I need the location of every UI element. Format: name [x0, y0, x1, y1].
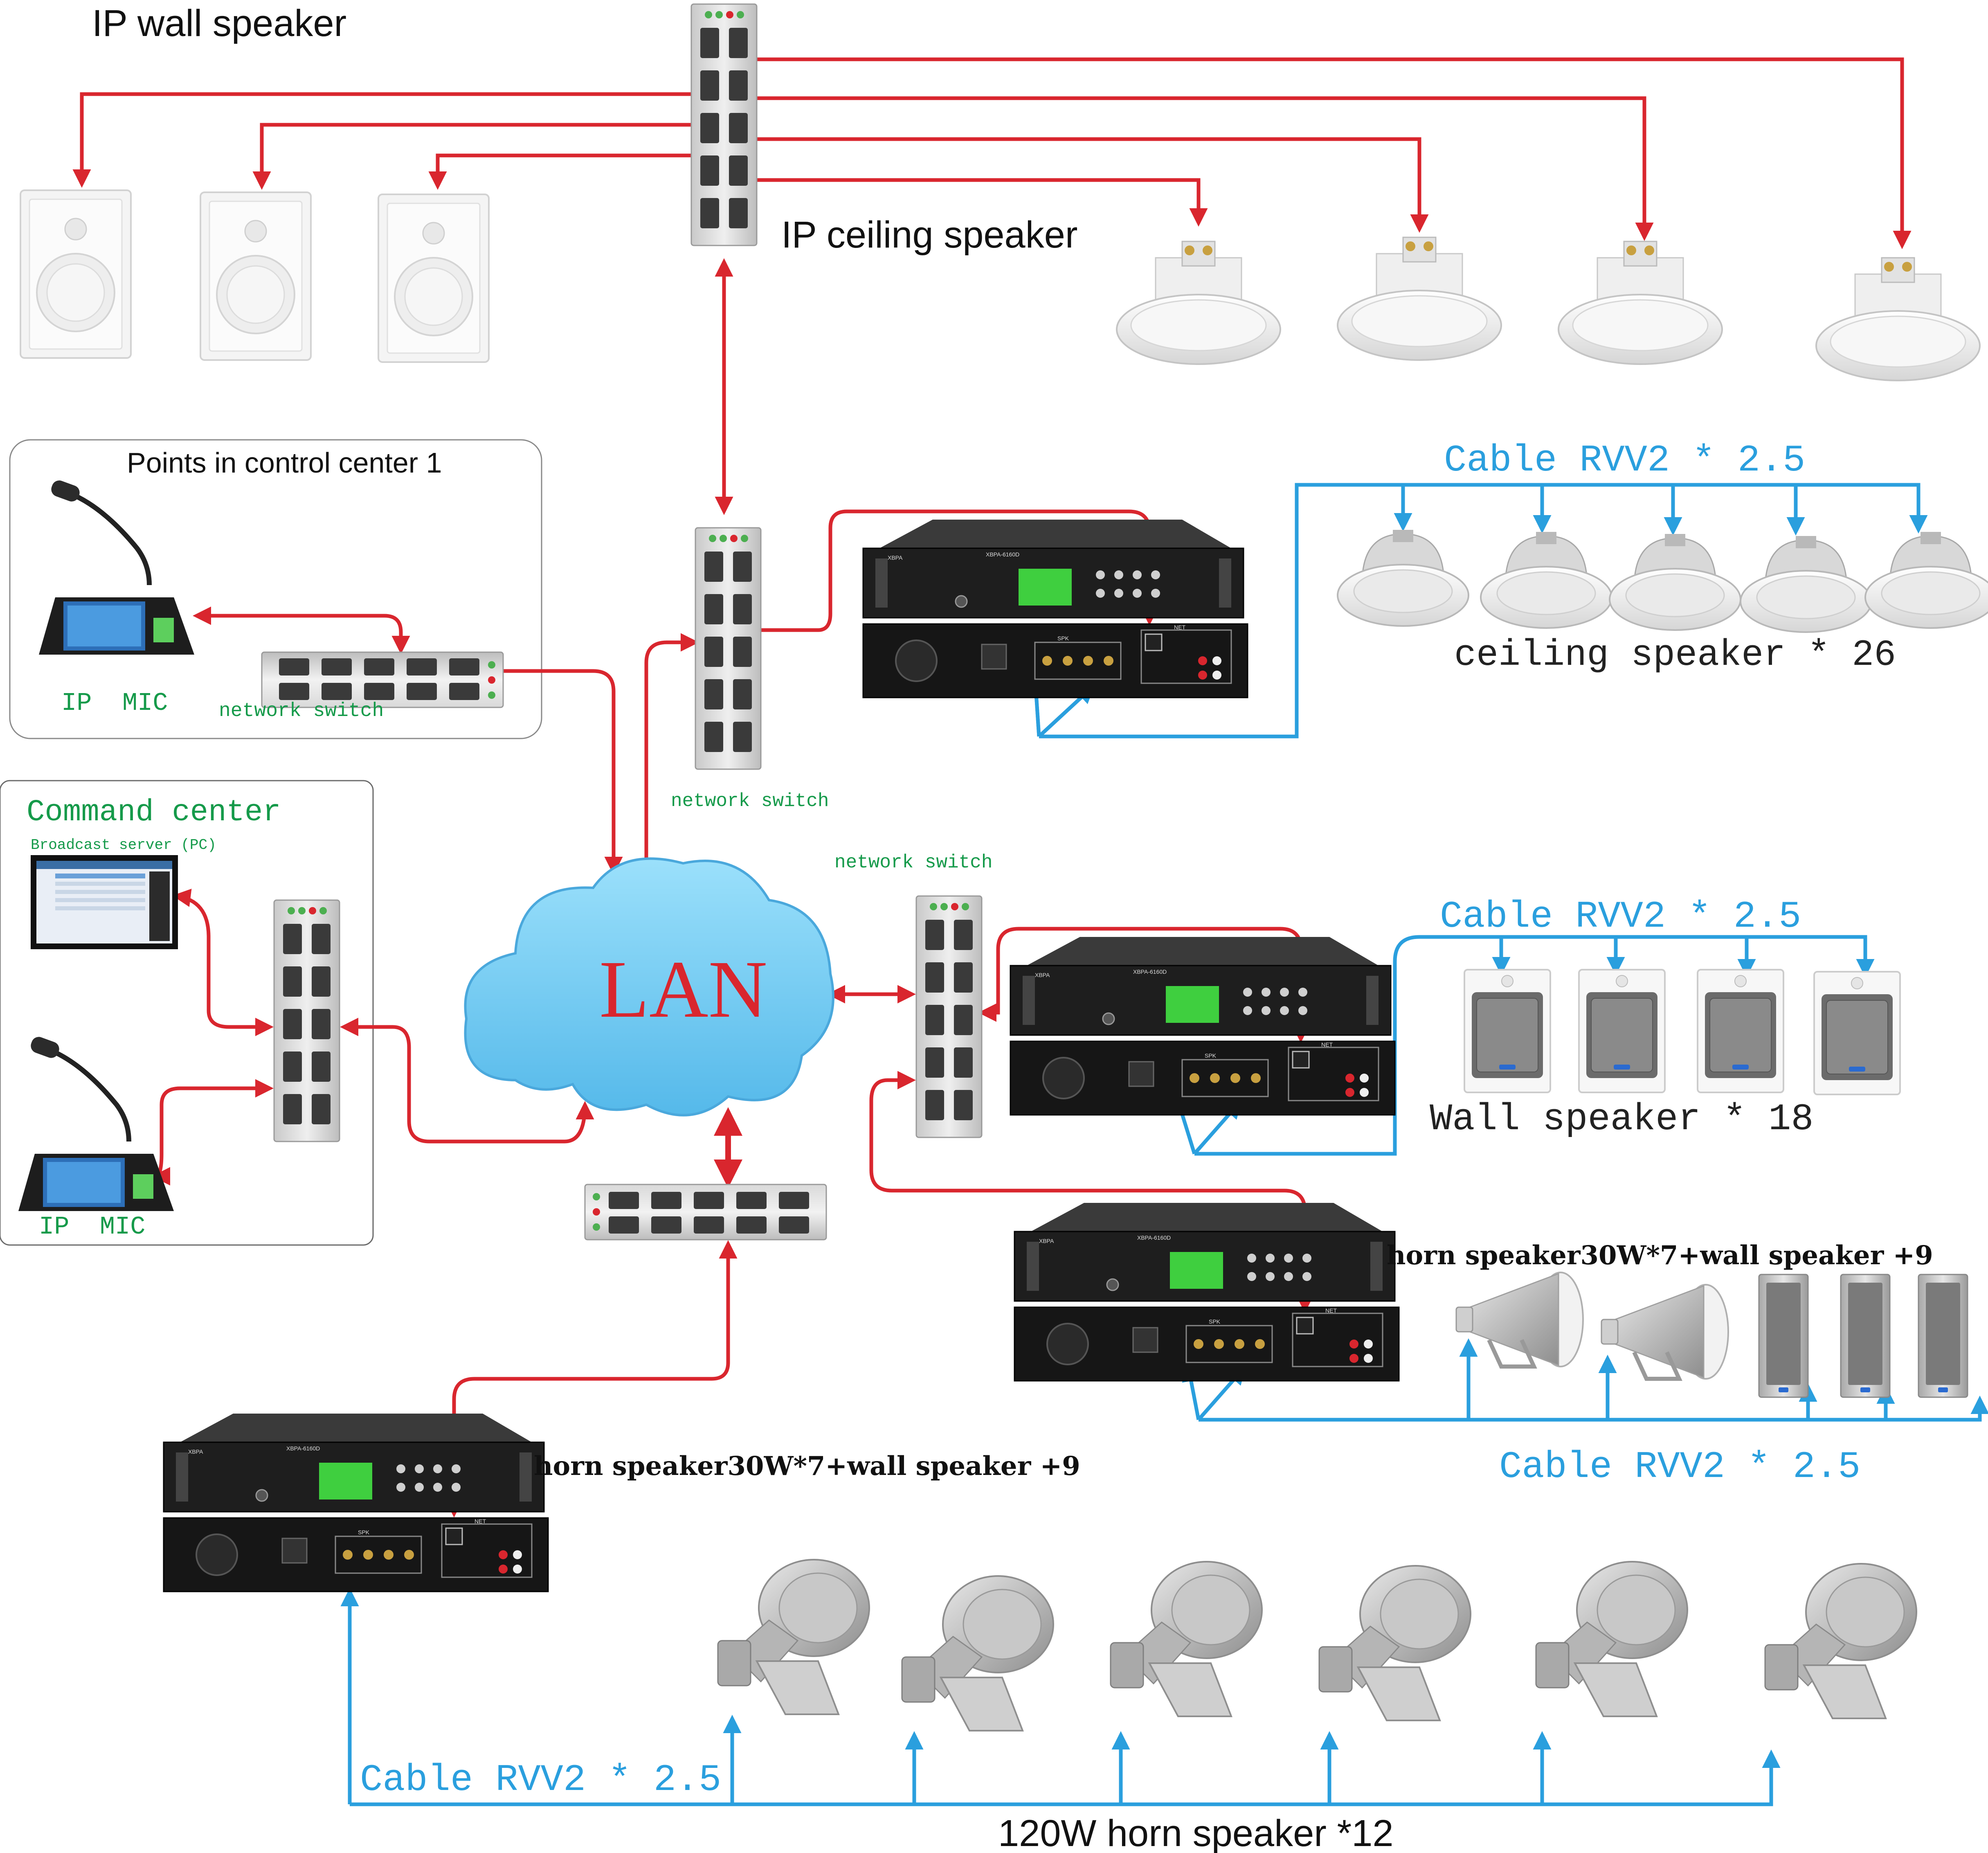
link-ipceil-4 [757, 178, 1208, 227]
link-ipwall-2 [252, 123, 691, 190]
amplifier-4 [163, 1413, 549, 1592]
amp1-net-port: NET [1174, 624, 1185, 630]
link-cloud-to-mid-switch [644, 633, 699, 871]
network-switch-control-center [261, 651, 504, 708]
link-mic1-to-cc-switch [193, 606, 410, 654]
amp2-net-port: NET [1321, 1041, 1333, 1048]
link-mid-switch-to-amp1 [749, 509, 1159, 632]
label-command-center: Command center [27, 795, 281, 830]
amp2-spk-block: SPK [1205, 1052, 1217, 1059]
amp4-spk-block: SPK [358, 1529, 370, 1536]
horn-speaker-120w-1 [717, 1559, 870, 1715]
ceiling-speaker-3 [1609, 533, 1741, 631]
ip-mic-station-1 [39, 478, 194, 655]
broadcast-server-monitor [31, 855, 178, 949]
wall-speaker-2 [1578, 969, 1666, 1093]
ceiling-speaker-2 [1480, 531, 1612, 629]
label-network-switch-mid: network switch [671, 790, 829, 812]
amp1-spk-block: SPK [1057, 635, 1069, 642]
link-ipceil-2 [757, 96, 1654, 241]
label-cable-2: Cable RVV2 * 2.5 [1440, 895, 1801, 938]
label-wall-speaker-count: Wall speaker * 18 [1430, 1098, 1814, 1141]
network-links [72, 57, 1912, 1518]
horn-speaker-120w-6 [1764, 1563, 1917, 1719]
column-speaker-3 [1918, 1274, 1968, 1398]
label-cable-3: Cable RVV2 * 2.5 [1499, 1445, 1860, 1488]
link-ipceil-3 [757, 137, 1429, 233]
label-ip-wall-speaker: IP wall speaker [92, 2, 346, 44]
control-center-1-box [9, 439, 542, 739]
amp4-brand: XBPA [188, 1448, 203, 1455]
amp4-model: XBPA-6160D [286, 1445, 320, 1452]
label-cable-4: Cable RVV2 * 2.5 [360, 1758, 721, 1801]
amp4-net-port: NET [475, 1518, 486, 1524]
amp1-model: XBPA-6160D [986, 551, 1019, 558]
network-switch-right [915, 895, 983, 1138]
network-switch-middle [695, 527, 762, 770]
wall-speaker-1 [1464, 969, 1551, 1093]
link-ipwall-1 [72, 92, 691, 188]
link-ipwall-3 [428, 153, 691, 190]
wall-speaker-4 [1813, 971, 1901, 1095]
label-horn-wall-2: horn speaker30W*7+wall speaker +9 [534, 1451, 1080, 1481]
amplifier-2 [1010, 936, 1396, 1116]
amp3-net-port: NET [1325, 1307, 1337, 1314]
label-horn-wall-1: horn speaker30W*7+wall speaker +9 [1387, 1240, 1933, 1271]
label-ip-mic-2: IP MIC [39, 1212, 145, 1241]
ip-ceiling-speaker-4 [1815, 257, 1981, 381]
label-ip-mic-1: IP MIC [61, 689, 168, 718]
ceiling-speaker-4 [1740, 535, 1872, 633]
amp3-spk-block: SPK [1209, 1318, 1221, 1325]
network-switch-bottom [584, 1184, 827, 1241]
horn-speaker-120w-4 [1318, 1565, 1471, 1721]
label-network-switch-right: network switch [834, 852, 992, 873]
amp3-model: XBPA-6160D [1137, 1234, 1171, 1241]
horn-speaker-30w-1 [1456, 1272, 1583, 1367]
horn-speaker-120w-5 [1535, 1561, 1688, 1717]
link-server-to-cmd-switch [172, 889, 274, 1036]
top-network-switch [690, 3, 758, 246]
amplifier-face-text: XBPA XBPA-6160D NET SPK XBPA XBPA-6160D … [188, 551, 1337, 1536]
label-horn-120w: 120W horn speaker *12 [998, 1812, 1394, 1853]
link-cc-switch-to-cloud [454, 662, 623, 875]
column-speaker-1 [1758, 1274, 1809, 1398]
link-mic2-to-cmd-switch [152, 1079, 274, 1186]
amp2-brand: XBPA [1035, 972, 1050, 978]
horn-speaker-120w-2 [901, 1575, 1054, 1731]
ip-ceiling-speaker-1 [1116, 241, 1281, 365]
link-ipceil-1 [757, 57, 1912, 249]
speaker-cables [322, 483, 1988, 1806]
ip-ceiling-speaker-2 [1337, 236, 1502, 361]
horn-speaker-120w-3 [1110, 1561, 1263, 1717]
label-points-control-center: Points in control center 1 [127, 447, 442, 479]
ceiling-speaker-1 [1337, 529, 1469, 627]
amplifier-3 [1014, 1202, 1400, 1382]
amplifier-1 [862, 519, 1248, 698]
link-bottom-switch-to-amp4 [445, 1240, 738, 1518]
ip-wall-speaker-3 [378, 194, 490, 363]
ip-ceiling-speaker-3 [1558, 241, 1723, 365]
lan-cloud [464, 857, 834, 1117]
ceiling-speaker-5 [1864, 531, 1988, 629]
label-broadcast-server: Broadcast server (PC) [31, 837, 216, 853]
ip-wall-speaker-2 [200, 191, 312, 361]
label-cable-1: Cable RVV2 * 2.5 [1444, 439, 1805, 482]
column-speaker-2 [1840, 1274, 1891, 1398]
label-lan: LAN [599, 944, 767, 1035]
wall-speaker-3 [1697, 969, 1784, 1093]
label-ip-ceiling-speaker: IP ceiling speaker [781, 214, 1078, 256]
amp3-brand: XBPA [1039, 1238, 1054, 1244]
label-ceiling-speaker-count: ceiling speaker * 26 [1454, 635, 1896, 676]
amp2-model: XBPA-6160D [1133, 968, 1167, 975]
link-cmd-switch-to-cloud [340, 1018, 594, 1144]
ip-mic-station-2 [18, 1035, 174, 1211]
horn-speaker-30w-2 [1601, 1285, 1728, 1379]
link-right-switch-to-amp3 [869, 1071, 1314, 1313]
amp1-brand: XBPA [888, 554, 903, 561]
network-switch-command-center [273, 899, 340, 1142]
label-network-switch-cc: network switch [219, 700, 384, 722]
command-center-box [0, 780, 374, 1246]
ip-wall-speaker-1 [20, 189, 132, 359]
